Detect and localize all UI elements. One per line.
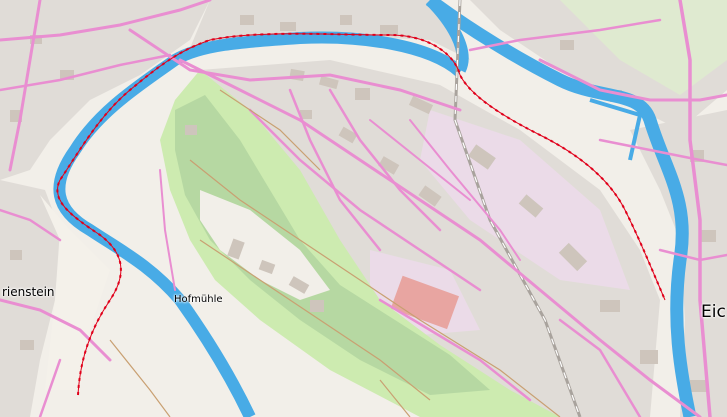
place-label-west: rienstein (2, 285, 55, 299)
side-channel (589, 98, 643, 161)
residential-area-northwest (0, 0, 210, 180)
railway-dash (454, 0, 581, 417)
river-east (426, 0, 697, 417)
tracks (109, 89, 561, 417)
river-meander (53, 31, 465, 417)
riverbank-meadow (40, 195, 110, 390)
meadow-hillside (160, 70, 560, 417)
residential-area-north (185, 0, 470, 60)
forest-hillside (175, 95, 490, 395)
buildings (10, 15, 716, 392)
boundary-overlay-line (56, 33, 666, 396)
place-label-center: Hofmühle (174, 294, 223, 305)
large-building (390, 275, 460, 330)
river-north (425, 0, 469, 73)
residential-area-west (0, 180, 60, 417)
place-label-east: Eic (701, 302, 726, 322)
clearing (200, 190, 330, 300)
